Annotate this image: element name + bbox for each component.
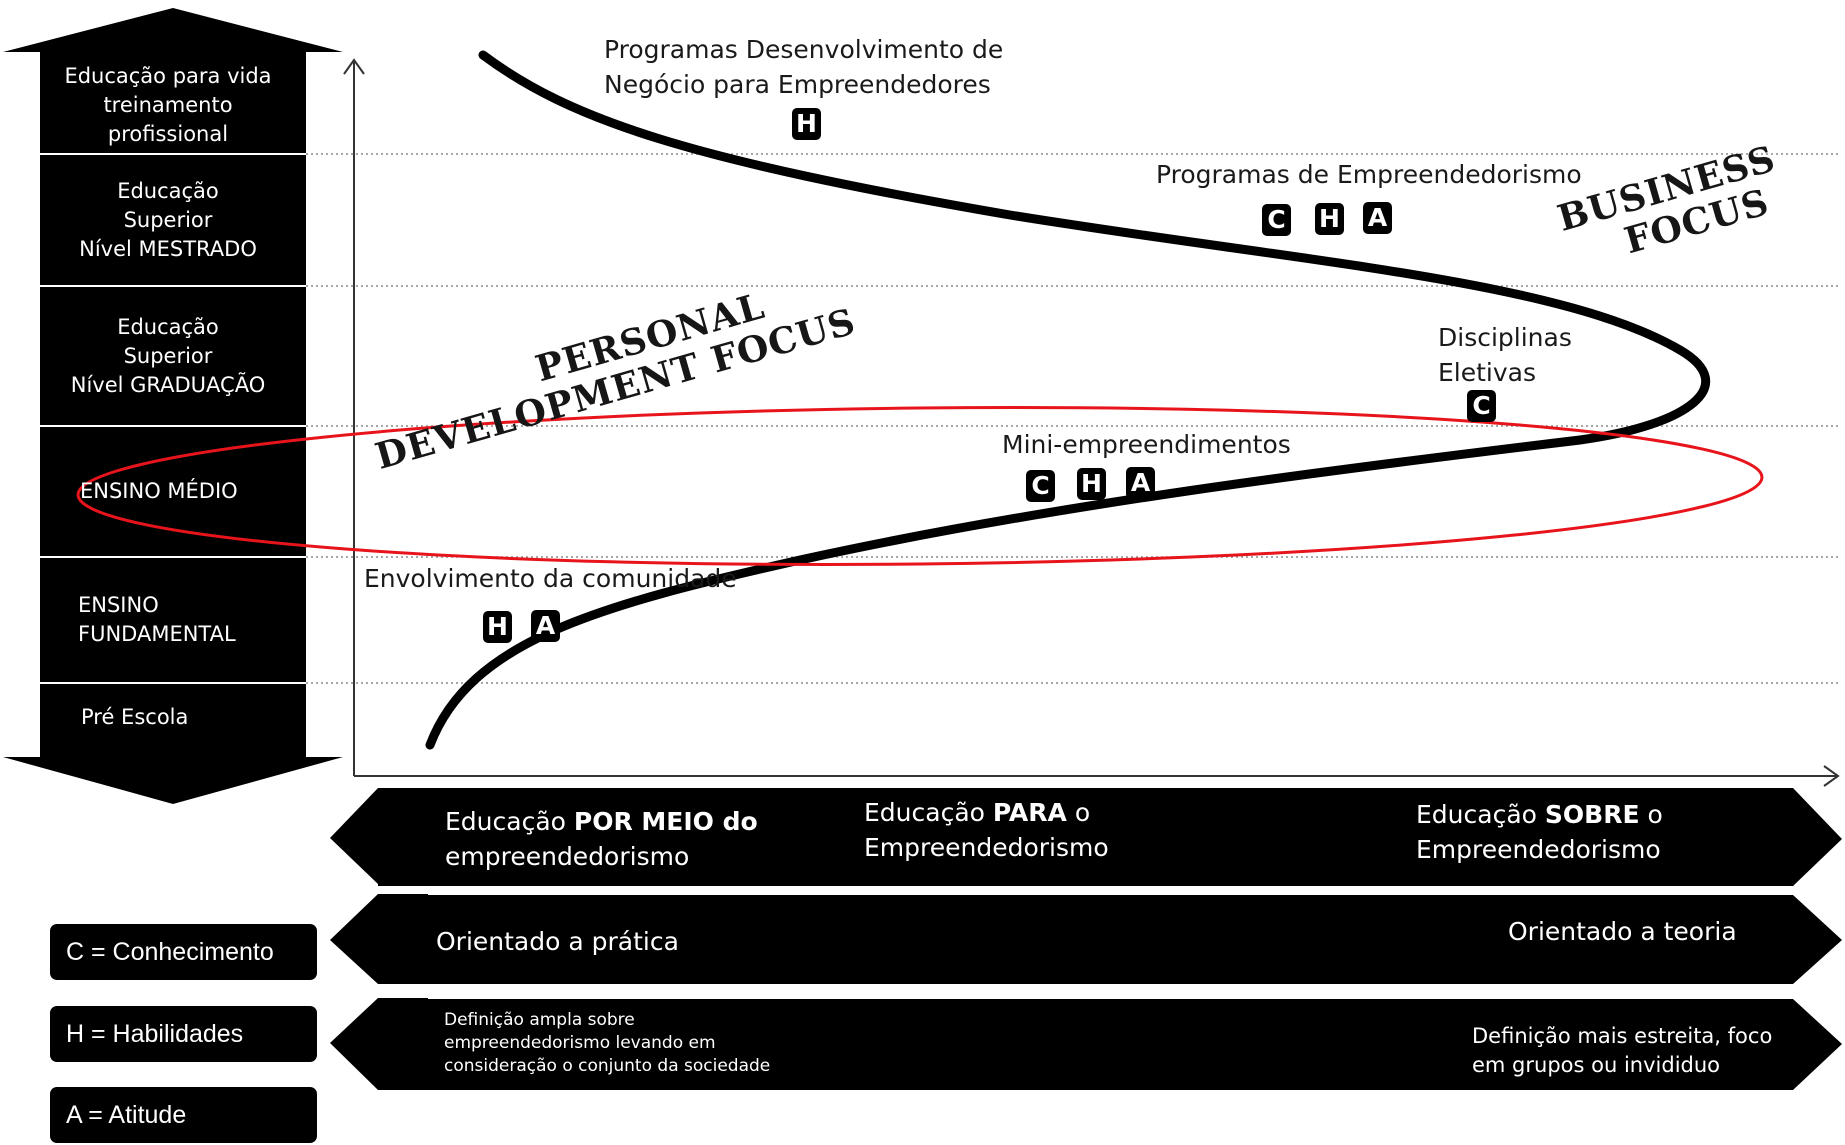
band-definition-right-line1: Definição mais estreita, foco bbox=[1472, 1024, 1773, 1048]
band-approach-mid-bold: PARA bbox=[992, 798, 1067, 827]
program-disciplinas-label: Disciplinas Eletivas bbox=[1438, 323, 1572, 387]
highlight-ellipse bbox=[76, 406, 1764, 566]
band-definition-left-line3: consideração o conjunto da sociedade bbox=[444, 1056, 771, 1076]
program-empreendedorismo-label: Programas de Empreendedorismo bbox=[1156, 160, 1582, 189]
badge-h: H bbox=[1315, 203, 1344, 235]
badge-h: H bbox=[483, 611, 512, 643]
band-approach-mid-prefix: Educação bbox=[864, 798, 993, 827]
level-mestrado-label: Educação Superior Nível MESTRADO bbox=[79, 178, 257, 261]
program-comunidade-label: Envolvimento da comunidade bbox=[364, 564, 737, 593]
band-approach-left-prefix: Educação bbox=[445, 807, 574, 836]
band-definition-left: Definição ampla sobre empreendedorismo l… bbox=[444, 1009, 770, 1078]
band-approach-left: Educação POR MEIO do empreendedorismo bbox=[445, 804, 758, 874]
band-approach-mid-rest: Empreendedorismo bbox=[864, 833, 1109, 862]
level-fundamental-label: ENSINO FUNDAMENTAL bbox=[78, 593, 236, 646]
badge-h: H bbox=[792, 108, 821, 140]
level-vida: Educação para vida treinamento profissio… bbox=[40, 56, 296, 154]
legend-a: A = Atitude bbox=[50, 1087, 317, 1143]
band-approach-right-bold: SOBRE bbox=[1544, 800, 1640, 829]
level-graduacao-label: Educação Superior Nível GRADUAÇÃO bbox=[70, 314, 266, 397]
program-mini-label: Mini-empreendimentos bbox=[1002, 430, 1291, 459]
level-mestrado: Educação Superior Nível MESTRADO bbox=[40, 154, 296, 286]
band-definition-right: Definição mais estreita, foco em grupos … bbox=[1472, 1022, 1772, 1080]
level-separators bbox=[40, 153, 306, 684]
band-orientation-left: Orientado a prática bbox=[436, 927, 679, 956]
level-pre: Pré Escola bbox=[40, 683, 296, 751]
badge-c: C bbox=[1467, 390, 1496, 422]
badge-a: A bbox=[1126, 467, 1155, 499]
level-gridlines bbox=[306, 153, 1840, 684]
band-approach-right-prefix: Educação bbox=[1416, 800, 1545, 829]
vertical-level-arrow bbox=[3, 8, 343, 804]
level-graduacao: Educação Superior Nível GRADUAÇÃO bbox=[40, 286, 296, 426]
legend-c: C = Conhecimento bbox=[50, 924, 317, 980]
level-medio: ENSINO MÉDIO bbox=[40, 426, 296, 557]
level-medio-label: ENSINO MÉDIO bbox=[80, 479, 238, 503]
band-definition-left-line1: Definição ampla sobre bbox=[444, 1010, 635, 1030]
band-definition-right-line2: em grupos ou invididuo bbox=[1472, 1053, 1721, 1077]
level-vida-label: Educação para vida treinamento profissio… bbox=[64, 63, 272, 146]
band-approach-left-bold: POR MEIO do bbox=[573, 807, 758, 836]
program-desenvolvimento-label: Programas Desenvolvimento de Negócio par… bbox=[604, 35, 1004, 99]
level-fundamental: ENSINO FUNDAMENTAL bbox=[40, 557, 296, 683]
badge-c: C bbox=[1026, 470, 1055, 502]
level-pre-label: Pré Escola bbox=[81, 704, 189, 729]
legend-h: H = Habilidades bbox=[50, 1006, 317, 1062]
band-approach-right-suffix: o bbox=[1639, 800, 1663, 829]
band-approach-mid-suffix: o bbox=[1066, 798, 1091, 827]
band-orientation-right: Orientado a teoria bbox=[1508, 917, 1737, 946]
badge-a: A bbox=[1363, 202, 1392, 234]
badge-h: H bbox=[1077, 468, 1106, 500]
band-approach-left-rest: empreendedorismo bbox=[445, 842, 690, 871]
chart-axes bbox=[343, 58, 1840, 787]
band-approach-mid: Educação PARA o Empreendedorismo bbox=[864, 795, 1109, 865]
entrepreneurship-curve bbox=[425, 50, 1711, 750]
band-approach-right: Educação SOBRE o Empreendedorismo bbox=[1416, 797, 1663, 867]
badge-a: A bbox=[531, 610, 560, 642]
band-definition-left-line2: empreendedorismo levando em bbox=[444, 1033, 716, 1053]
badge-c: C bbox=[1262, 204, 1291, 236]
band-approach-right-rest: Empreendedorismo bbox=[1416, 835, 1661, 864]
